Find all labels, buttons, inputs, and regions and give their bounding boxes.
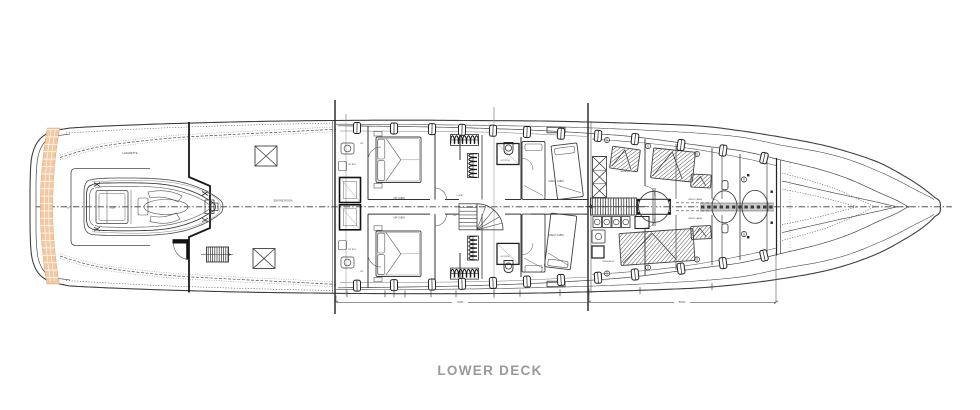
svg-text:GST BTH: GST BTH (501, 160, 510, 162)
svg-text:VIP CABIN: VIP CABIN (393, 197, 405, 200)
svg-text:6t: 6t (67, 206, 69, 209)
svg-text:LAZARETTE: LAZARETTE (123, 151, 138, 155)
svg-text:WC: WC (360, 143, 364, 145)
svg-text:WC: WC (360, 271, 364, 273)
svg-text:LOBBY: LOBBY (457, 195, 465, 197)
svg-text:VIP BTH: VIP BTH (348, 164, 357, 166)
svg-text:GST BTH: GST BTH (501, 256, 510, 258)
svg-text:8000: 8000 (679, 300, 686, 304)
svg-text:GUEST CABIN: GUEST CABIN (548, 234, 564, 237)
svg-text:CREW CABIN: CREW CABIN (688, 217, 702, 220)
svg-text:GUEST CABIN: GUEST CABIN (548, 180, 564, 183)
svg-text:7000: 7000 (457, 300, 464, 304)
svg-text:VIP CABIN: VIP CABIN (393, 217, 405, 220)
svg-text:LOWER DECK: LOWER DECK (437, 363, 542, 378)
svg-text:VIP BTH: VIP BTH (348, 249, 357, 251)
svg-text:CREW MESS: CREW MESS (602, 261, 615, 263)
svg-text:W: W (641, 224, 644, 226)
svg-text:ENGINE ROOM: ENGINE ROOM (274, 198, 293, 202)
svg-text:UP: UP (453, 214, 457, 217)
svg-text:LAUNDRY: LAUNDRY (620, 170, 631, 173)
svg-text:CREW CABIN: CREW CABIN (688, 198, 702, 201)
svg-text:D: D (597, 253, 599, 255)
svg-text:TNDR: TNDR (109, 207, 116, 210)
